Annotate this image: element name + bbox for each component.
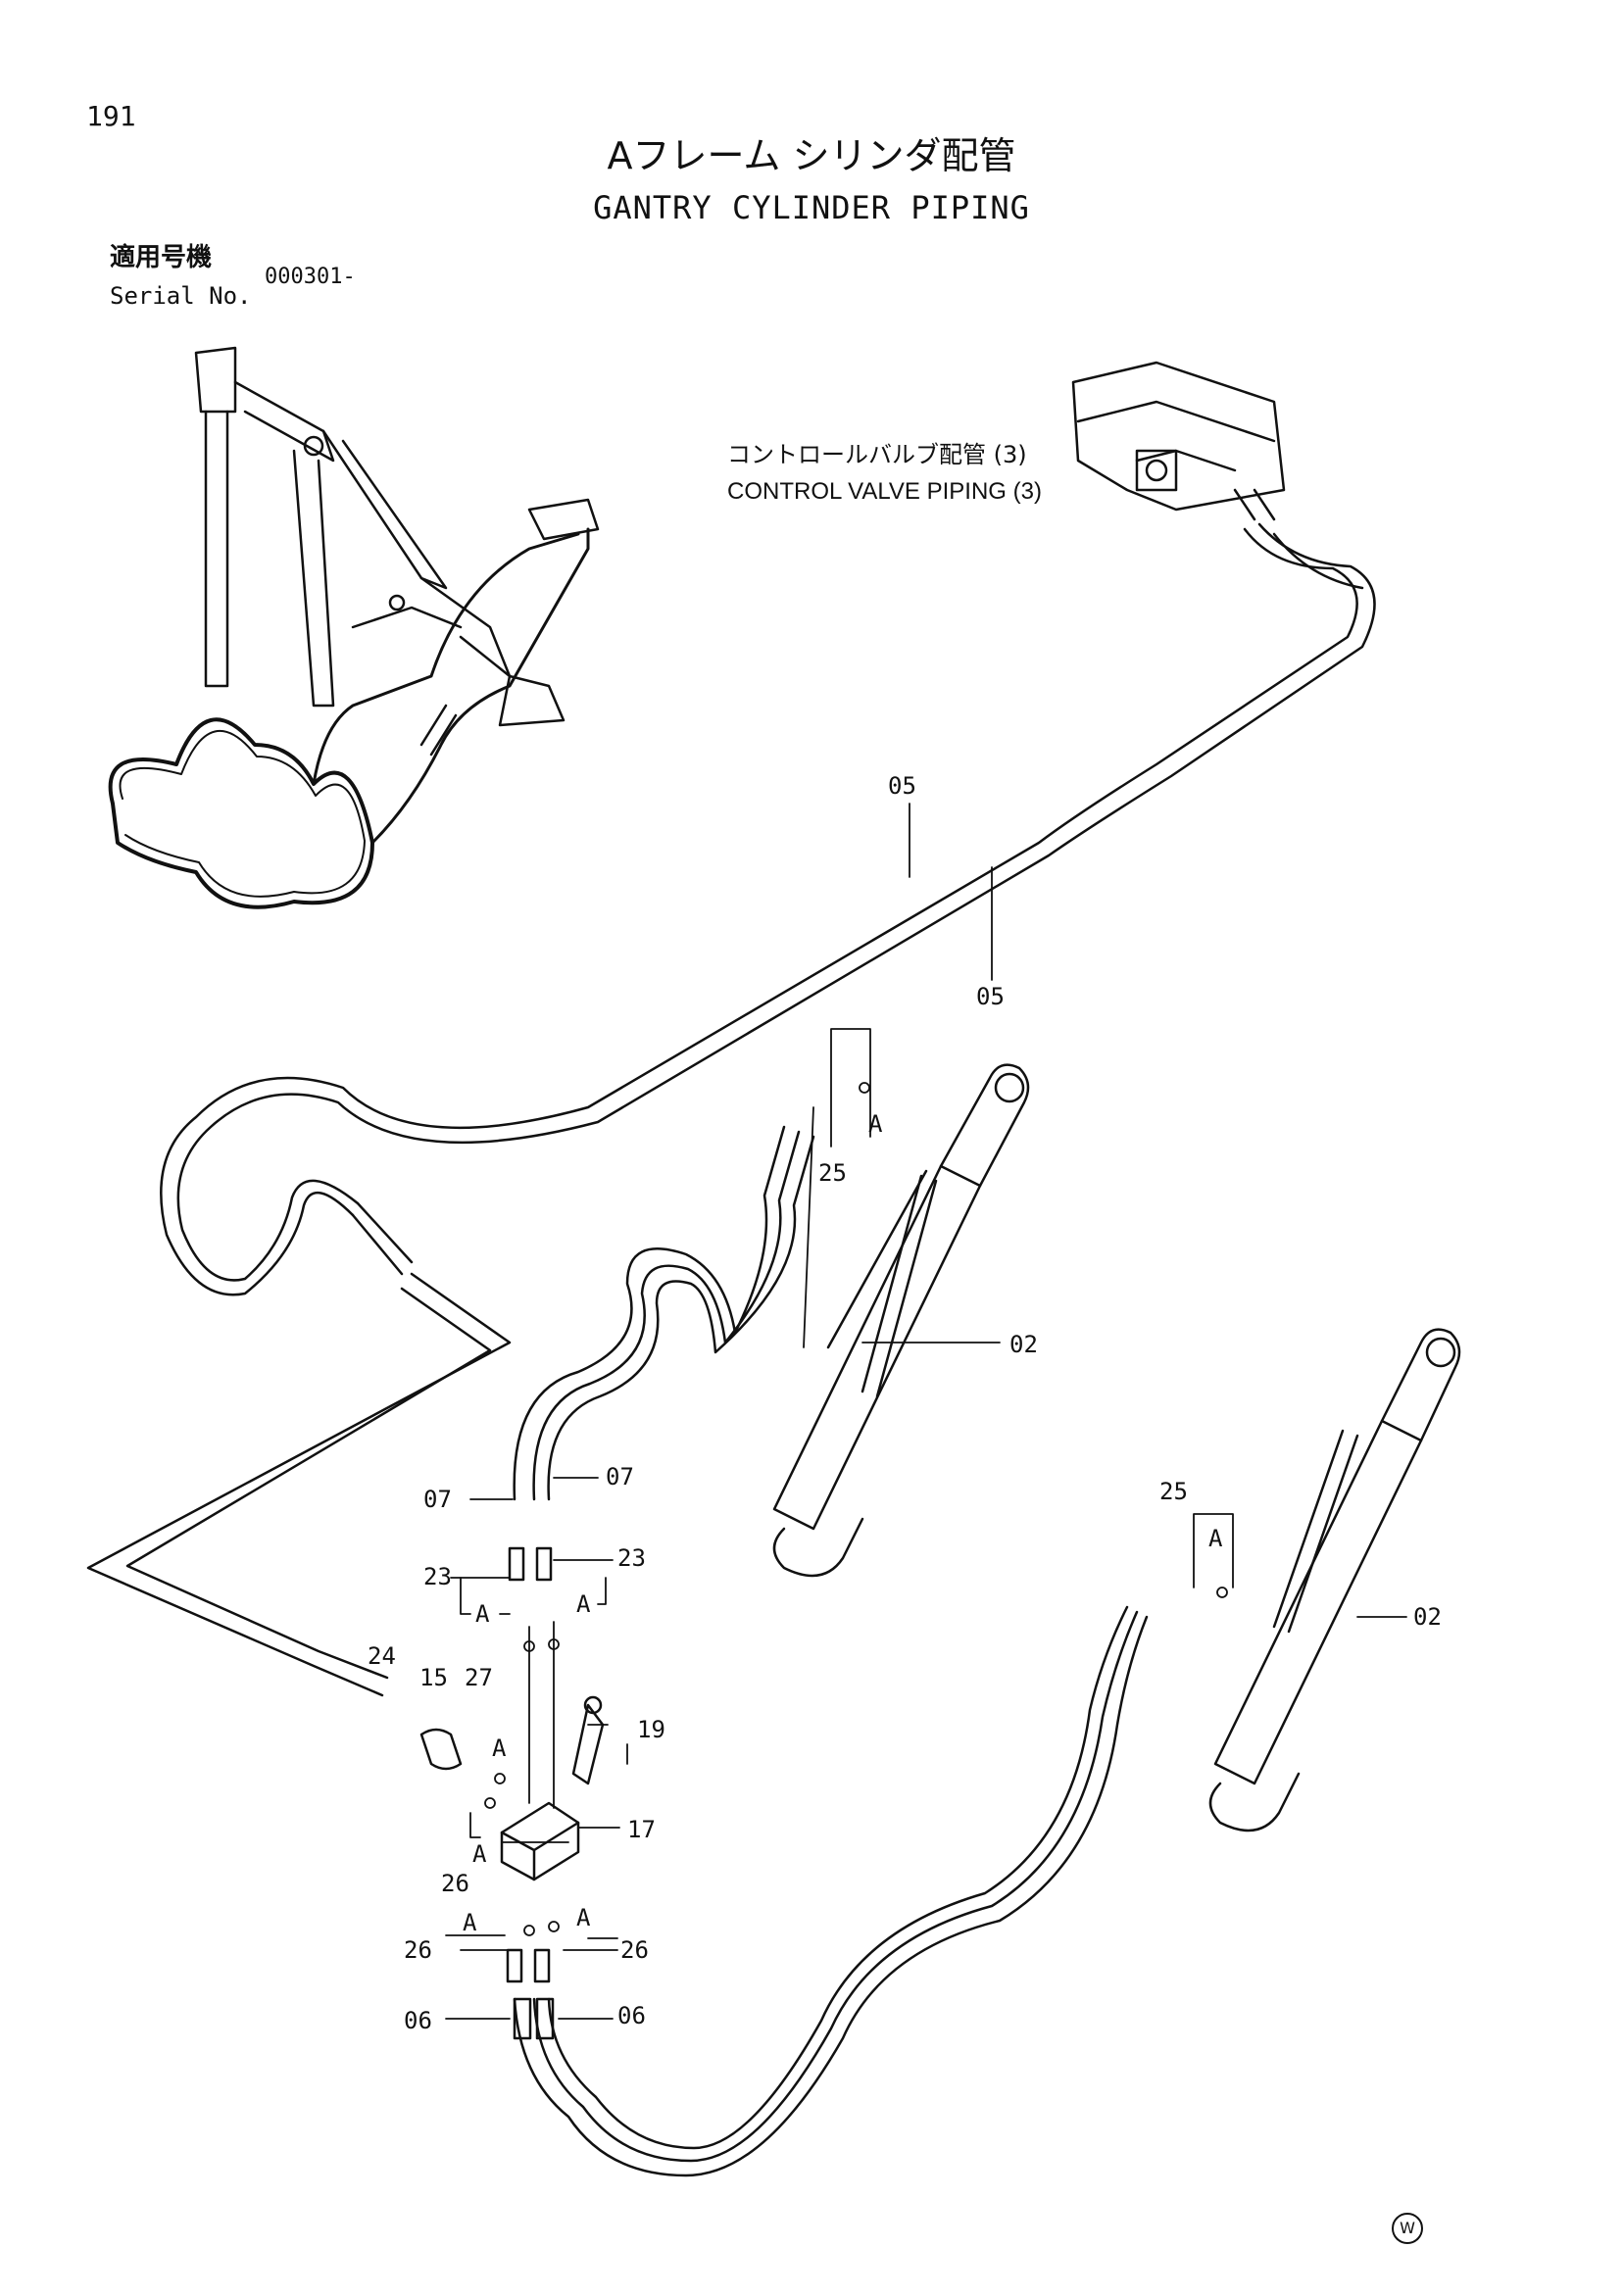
callout-06-right: 06 <box>617 2002 646 2029</box>
callout-05-lower: 05 <box>976 983 1005 1010</box>
callout-a-right-23: A <box>576 1590 591 1618</box>
serial-label-english: Serial No. <box>110 282 252 310</box>
callout-a-27: A <box>492 1734 507 1762</box>
control-valve-reference-japanese: コントロールバルブ配管 (3) <box>727 441 1027 468</box>
callout-27: 27 <box>465 1664 493 1691</box>
control-valve-reference-english: CONTROL VALVE PIPING (3) <box>727 478 1042 505</box>
callout-a-left-23: A <box>475 1600 490 1628</box>
callout-26-lower-right: 26 <box>620 1936 649 1964</box>
valve-block-assembly <box>419 1546 605 2040</box>
leader-lines <box>445 803 1407 2020</box>
pipe-route-left <box>86 1201 512 1697</box>
callout-a-26: A <box>472 1840 487 1868</box>
page-title-english: GANTRY CYLINDER PIPING <box>593 189 1030 226</box>
callout-a-lower-left: A <box>463 1909 477 1936</box>
page-title-japanese: Aフレーム シリンダ配管 <box>607 134 1016 177</box>
callout-25-upper: 25 <box>818 1159 847 1187</box>
callout-23-left: 23 <box>423 1563 452 1590</box>
lower-cylinder <box>1208 1328 1461 1832</box>
serial-label-japanese: 適用号機 <box>110 243 213 272</box>
hoses-07 <box>513 1125 815 1501</box>
callout-17: 17 <box>627 1816 656 1843</box>
callout-15: 15 <box>419 1664 448 1691</box>
callout-02-lower: 02 <box>1413 1603 1442 1631</box>
hose-05 <box>160 522 1376 1296</box>
callout-26-side: 26 <box>441 1870 469 1897</box>
hoses-06 <box>513 1605 1149 2177</box>
callout-23-right: 23 <box>617 1544 646 1572</box>
callout-06-left: 06 <box>404 2007 432 2034</box>
callout-02-upper: 02 <box>1009 1331 1038 1358</box>
callout-07-right: 07 <box>606 1463 634 1490</box>
callout-25-lower: 25 <box>1159 1478 1188 1505</box>
callout-a-upper-cylinder: A <box>868 1110 883 1138</box>
hitachi-w-mark: W <box>1392 2213 1423 2244</box>
callout-26-lower-left: 26 <box>404 1936 432 1964</box>
callout-a-lower-cylinder: A <box>1208 1525 1223 1552</box>
upper-cylinder <box>772 1063 1030 1578</box>
callout-07-left: 07 <box>423 1486 452 1513</box>
callout-05-upper: 05 <box>888 772 916 800</box>
page-number: 191 <box>86 100 136 132</box>
callout-24: 24 <box>368 1642 396 1670</box>
callout-a-lower-right: A <box>576 1904 591 1931</box>
gantry-frame-illustration <box>108 346 600 909</box>
serial-number-value: 000301- <box>265 265 356 289</box>
control-valve-block <box>1071 361 1286 521</box>
callout-19: 19 <box>637 1716 665 1743</box>
